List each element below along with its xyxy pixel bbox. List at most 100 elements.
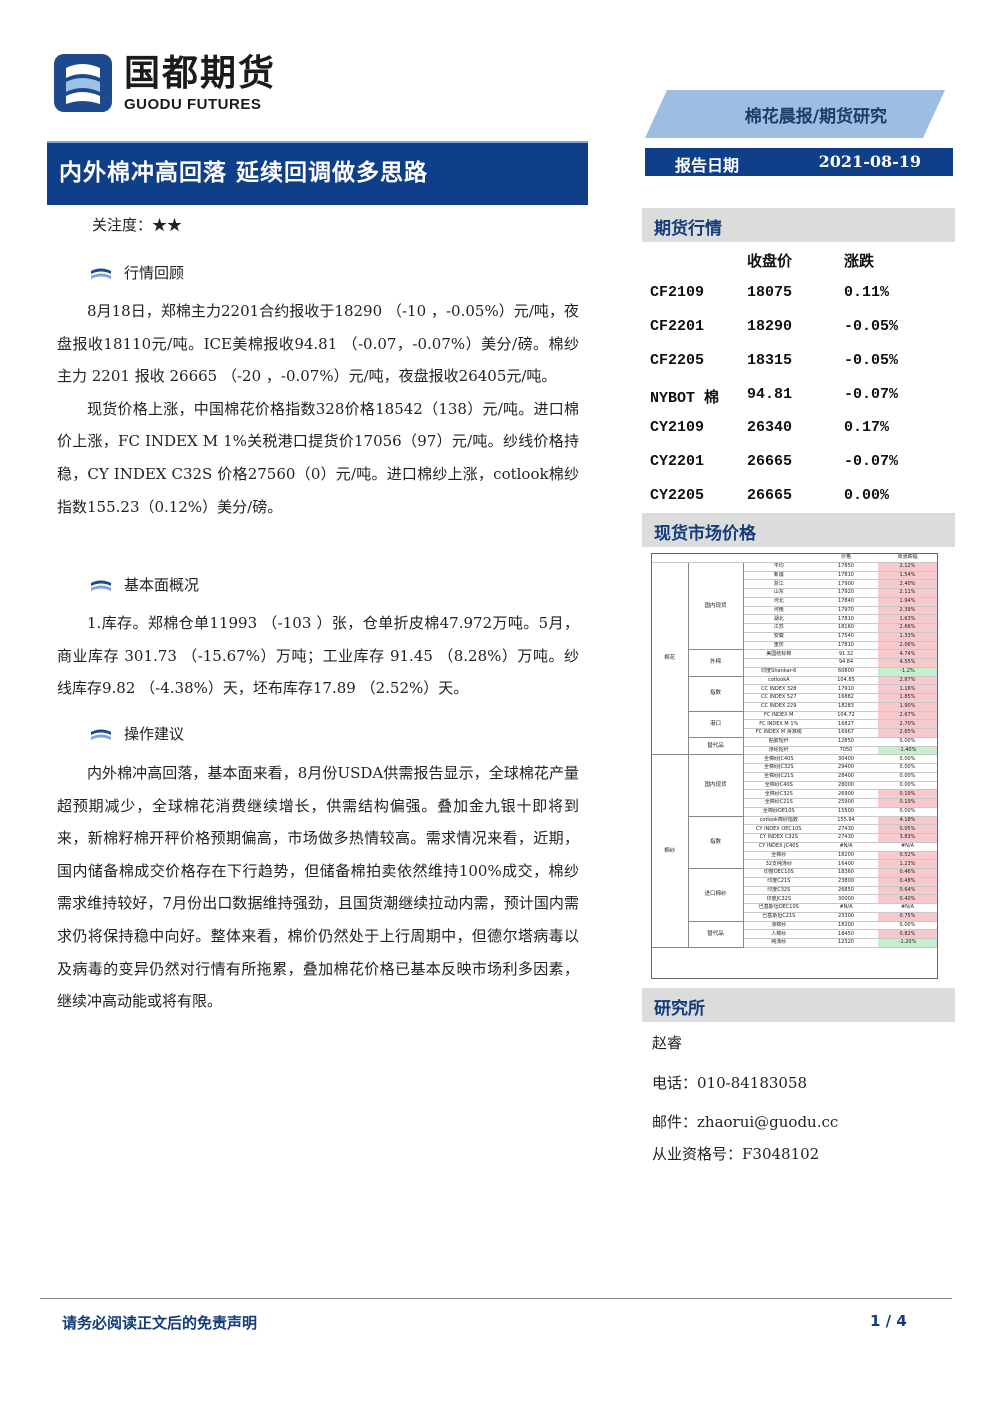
report-date-bar: 报告日期 2021-08-19 [645,148,953,176]
spot-item-name [743,658,814,668]
section-heading-text: 操作建议 [124,725,185,743]
spot-item-price: #N/A [814,903,878,913]
spot-item-name: 重庆 [743,641,814,651]
spot-item-price: 30000 [814,894,878,904]
spot-item-change: 4.18% [878,816,937,826]
spot-heading-bar: 现货市场价格 [642,513,955,547]
spot-item-price: 18200 [814,851,878,861]
spot-item-change: -1.40% [878,746,937,756]
paragraph: 1.库存。郑棉仓单11993 （-103 ）张，仓单折皮棉47.972万吨。5月… [57,614,579,698]
futures-close: 18290 [747,318,793,335]
spot-item-name: 涤纶短纤 [743,746,814,756]
report-date-label: 报告日期 [675,156,740,175]
spot-item-change: 1.23% [878,859,937,869]
spot-item-change: 0.00% [878,754,937,764]
spot-item-name: 新疆 [743,571,814,581]
spot-item-change: 2.06% [878,641,937,651]
futures-close: 18315 [747,352,793,369]
spot-subgroup-label: 外棉 [688,649,744,677]
spot-item-price: 17920 [814,588,878,598]
spot-item-price: 104.72 [814,711,878,721]
spot-subgroup-label: 指数 [688,676,744,712]
spot-item-change: 0.46% [878,868,937,878]
spot-item-price: 12850 [814,737,878,747]
title-bar: 内外棉冲高回落 延续回调做多思路 [47,141,588,205]
spot-item-price: 23800 [814,877,878,887]
spot-item-change: 0.75% [878,912,937,922]
spot-item-change: 2.65% [878,728,937,738]
spot-row: CY INDEX JC40S#N/A#N/A [652,842,937,852]
spot-subgroup-label: 港口 [688,711,744,738]
spot-item-price: 17810 [814,614,878,624]
spot-item-name: CC INDEX 229 [743,702,814,712]
col-change-header: 涨跌 [844,252,875,270]
spot-item-name: cotlookA [743,676,814,686]
analyst-license: 从业资格号：F3048102 [652,1145,820,1163]
spot-item-change: -1.20% [878,938,937,948]
spot-item-change: 0.19% [878,798,937,808]
spot-item-name: 全棉纱C40S [743,781,814,791]
spot-item-name: 巴基斯坦OEC10S [743,903,814,913]
futures-name: NYBOT 棉 [650,390,720,407]
futures-change: 0.17% [844,419,890,436]
spot-item-price: 18360 [814,868,878,878]
futures-heading: 期货行情 [654,219,722,239]
futures-change: -0.05% [844,352,899,369]
spot-table-header: 价格周涨跌幅 [652,554,937,563]
spot-item-change: 0.48% [878,877,937,887]
footer-disclaimer: 请务必阅读正文后的免责声明 [62,1314,258,1332]
spot-item-name: CY INDEX OEC10S [743,824,814,834]
spot-item-change: #N/A [878,842,937,852]
futures-close: 26665 [747,453,793,470]
spot-item-price: 27430 [814,824,878,834]
spot-item-price: #N/A [814,842,878,852]
spot-item-price: 17850 [814,562,878,572]
spot-item-change: 0.64% [878,886,937,896]
spot-group-label: 棉纱 [652,754,689,948]
spot-item-change: 2.67% [878,711,937,721]
spot-item-change: -1.2% [878,667,937,677]
spot-item-price: 16400 [814,859,878,869]
spot-item-change: 0.00% [878,807,937,817]
spot-item-price: 18450 [814,929,878,939]
spot-item-price: 16967 [814,728,878,738]
spot-item-change: #N/A [878,903,937,913]
spot-item-change: 1.63% [878,614,937,624]
spot-item-change: 0.00% [878,781,937,791]
section-bullet-icon [91,580,111,591]
spot-row: 巴基斯坦OEC10S#N/A#N/A [652,903,937,913]
company-logo: 国都期货 GUODU FUTURES [52,52,292,118]
spot-subgroup-label: 替代品 [688,921,744,948]
spot-item-change: 2.70% [878,719,937,729]
spot-subgroup-label: 国内现货 [688,562,744,651]
spot-item-change: 1.54% [878,571,937,581]
spot-item-price: 28000 [814,781,878,791]
spot-item-change: 0.00% [878,737,937,747]
logo-chinese-name: 国都期货 [124,53,277,94]
spot-item-price: 25900 [814,798,878,808]
spot-item-name: 河南 [743,606,814,616]
spot-item-change: 2.40% [878,579,937,589]
research-heading-bar: 研究所 [642,988,955,1022]
spot-item-change: 2.11% [878,588,937,598]
spot-item-name: 印度C32S [743,886,814,896]
section-heading-text: 基本面概况 [124,576,200,594]
